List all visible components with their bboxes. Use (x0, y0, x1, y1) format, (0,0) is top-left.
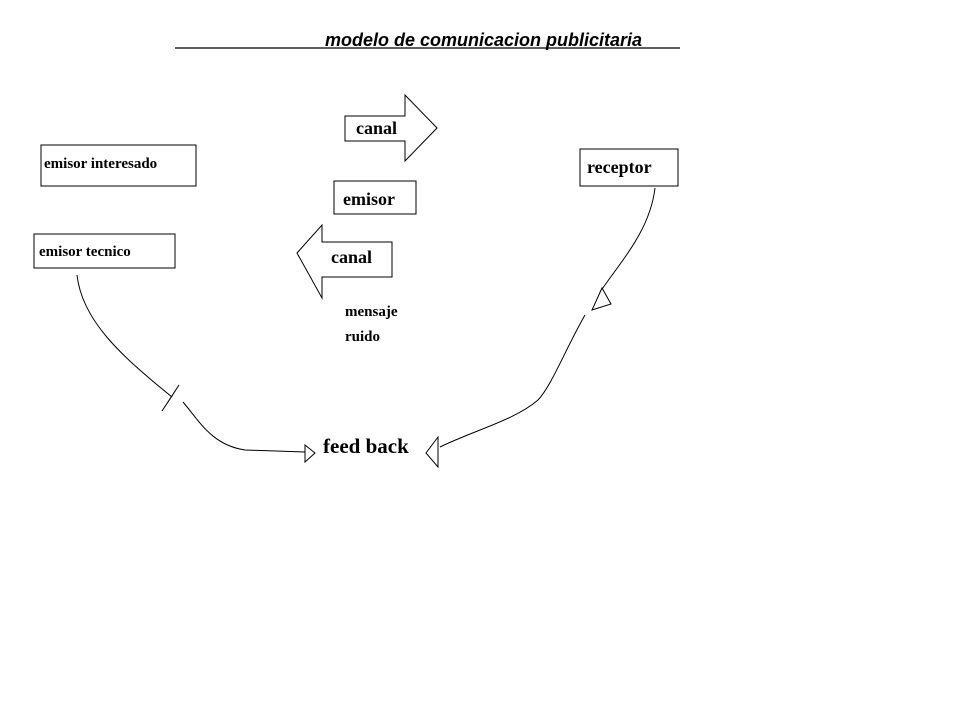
emisor-tecnico-label: emisor tecnico (39, 244, 131, 260)
canal-top-label: canal (356, 118, 397, 138)
canal-left-arrow: canal (296, 223, 393, 300)
emisor-interesado-label: emisor interesado (44, 156, 157, 172)
mensaje-label: mensaje (345, 304, 398, 320)
emisor-box: emisor (333, 180, 417, 215)
emisor-tecnico-box: emisor tecnico (33, 233, 176, 269)
feed-back-label: feed back (323, 434, 409, 458)
receptor-label: receptor (587, 157, 652, 177)
ruido-label: ruido (345, 329, 380, 345)
receptor-box: receptor (579, 148, 679, 187)
diagram-title: modelo de comunicacion publicitaria (175, 30, 680, 50)
left-feedback-connector (76, 274, 316, 464)
title-text: modelo de comunicacion publicitaria (325, 30, 642, 50)
left-curve-arrowhead (161, 384, 180, 412)
feedback-left-arrowhead (304, 443, 316, 464)
emisor-label: emisor (343, 189, 395, 209)
canal-right-arrow: canal (344, 93, 438, 163)
feedback-right-arrowhead (425, 435, 439, 469)
right-feedback-connector (425, 187, 656, 469)
canal-bottom-label: canal (331, 247, 372, 267)
right-curve-arrowhead (591, 286, 612, 311)
emisor-interesado-box: emisor interesado (40, 144, 197, 187)
